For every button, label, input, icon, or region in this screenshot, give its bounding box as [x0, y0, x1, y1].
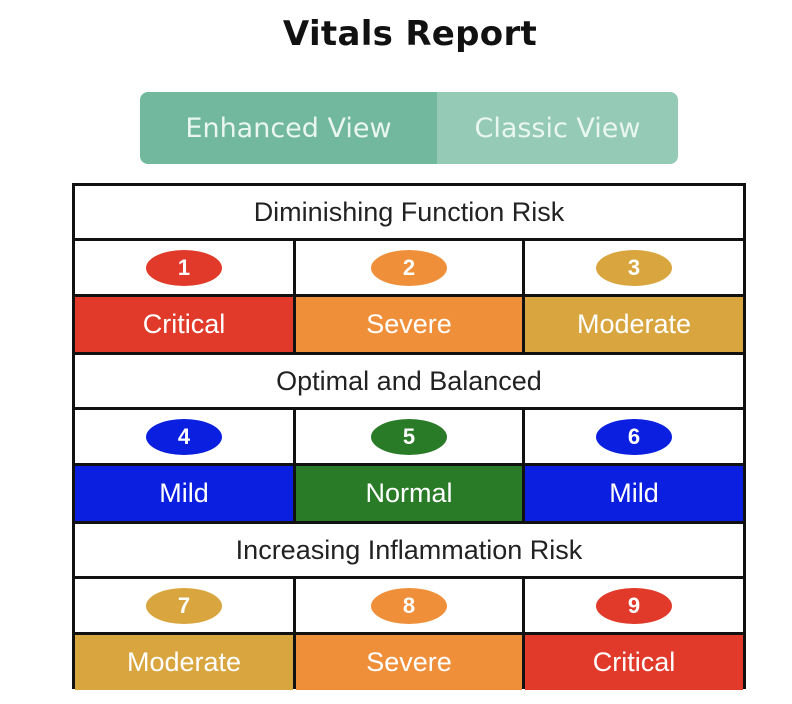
- page-title: Vitals Report: [282, 14, 538, 54]
- view-toggle: Enhanced View Classic View: [140, 92, 678, 164]
- enhanced-view-button[interactable]: Enhanced View: [140, 92, 437, 164]
- status-label: Critical: [525, 635, 743, 690]
- number-cell: 3: [525, 241, 743, 294]
- number-cell: 8: [296, 579, 522, 632]
- number-cell: 7: [75, 579, 293, 632]
- classic-view-button[interactable]: Classic View: [437, 92, 678, 164]
- status-label: Severe: [296, 297, 522, 352]
- number-badge: 5: [371, 418, 447, 455]
- section-heading: Diminishing Function Risk: [75, 186, 743, 238]
- number-cell: 9: [525, 579, 743, 632]
- section-heading: Increasing Inflammation Risk: [75, 524, 743, 576]
- number-cell: 6: [525, 410, 743, 463]
- number-badge: 8: [371, 587, 447, 624]
- number-badge: 1: [146, 249, 222, 286]
- status-label: Mild: [75, 466, 293, 521]
- section-heading: Optimal and Balanced: [75, 355, 743, 407]
- number-cell: 2: [296, 241, 522, 294]
- status-label: Moderate: [525, 297, 743, 352]
- number-badge: 9: [596, 587, 672, 624]
- status-label: Moderate: [75, 635, 293, 690]
- number-cell: 1: [75, 241, 293, 294]
- number-cell: 5: [296, 410, 522, 463]
- number-badge: 7: [146, 587, 222, 624]
- status-label: Mild: [525, 466, 743, 521]
- number-badge: 4: [146, 418, 222, 455]
- vitals-grid: Diminishing Function Risk 1 2 3 Critical…: [72, 183, 746, 690]
- number-badge: 2: [371, 249, 447, 286]
- number-badge: 3: [596, 249, 672, 286]
- number-badge: 6: [596, 418, 672, 455]
- number-cell: 4: [75, 410, 293, 463]
- status-label: Severe: [296, 635, 522, 690]
- status-label: Normal: [296, 466, 522, 521]
- status-label: Critical: [75, 297, 293, 352]
